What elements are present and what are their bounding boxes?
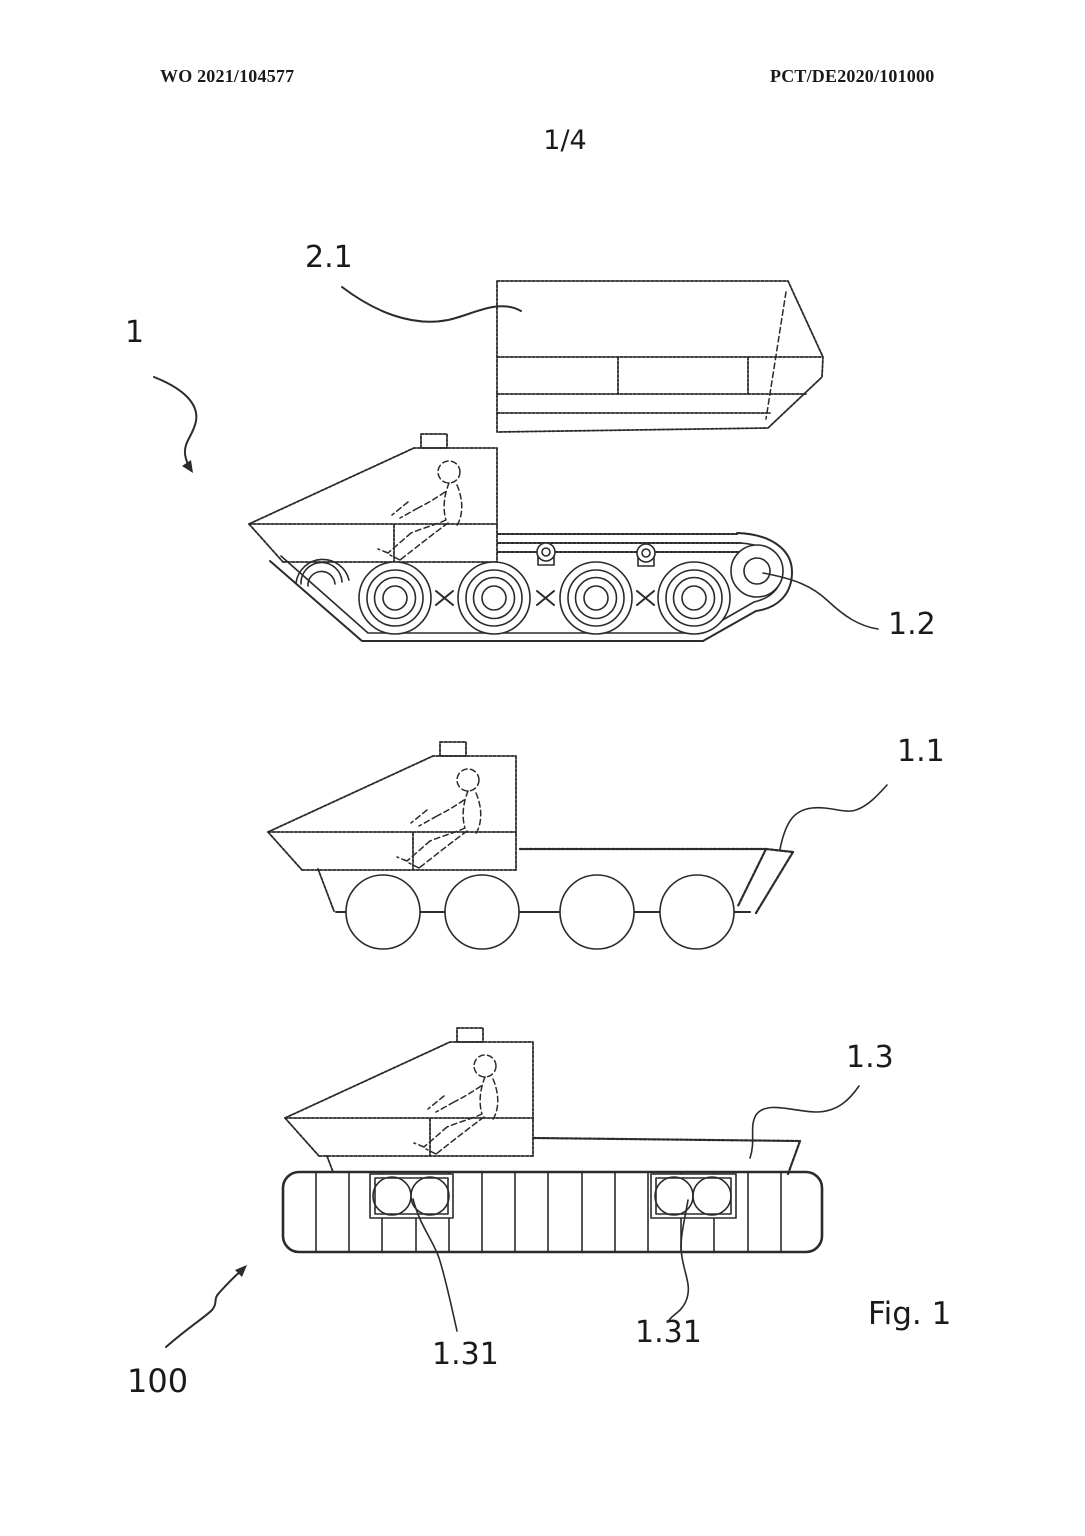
leader-fan-right <box>667 1199 690 1323</box>
road-wheels <box>358 561 731 635</box>
cargo-module-drawing <box>496 280 824 433</box>
tracked-vehicle-drawing <box>248 433 793 642</box>
leader-hover-unit <box>749 1085 860 1159</box>
leader-wheel-unit <box>779 784 888 850</box>
ref-label-fan-left: 1.31 <box>432 1337 499 1372</box>
application-number: PCT/DE2020/101000 <box>770 66 935 86</box>
figure-caption: Fig. 1 <box>868 1296 952 1332</box>
wheeled-vehicle-drawing <box>267 741 795 950</box>
arrow-assembly <box>153 376 198 473</box>
ref-label-track-unit: 1.2 <box>888 607 936 642</box>
ref-label-wheel-unit: 1.1 <box>897 734 945 769</box>
hover-vehicle-drawing <box>281 1027 824 1254</box>
ref-label-base-vehicle: 100 <box>127 1362 189 1400</box>
lift-fan-left <box>369 1173 454 1219</box>
arrow-base-vehicle <box>165 1265 247 1348</box>
ref-label-hover-unit: 1.3 <box>846 1040 894 1075</box>
return-rollers <box>536 542 656 567</box>
leader-track-unit <box>762 572 879 630</box>
ref-label-assembly: 1 <box>125 315 145 350</box>
skirt-base <box>281 1170 824 1254</box>
ref-label-cargo-module: 2.1 <box>305 240 353 275</box>
leader-fan-left <box>412 1198 458 1332</box>
leader-cargo-module <box>341 286 522 323</box>
lift-fan-right <box>650 1173 737 1219</box>
wheels <box>345 874 735 950</box>
publication-number: WO 2021/104577 <box>160 66 295 86</box>
sheet-number: 1/4 <box>543 125 587 156</box>
idler-wheel <box>730 544 784 598</box>
